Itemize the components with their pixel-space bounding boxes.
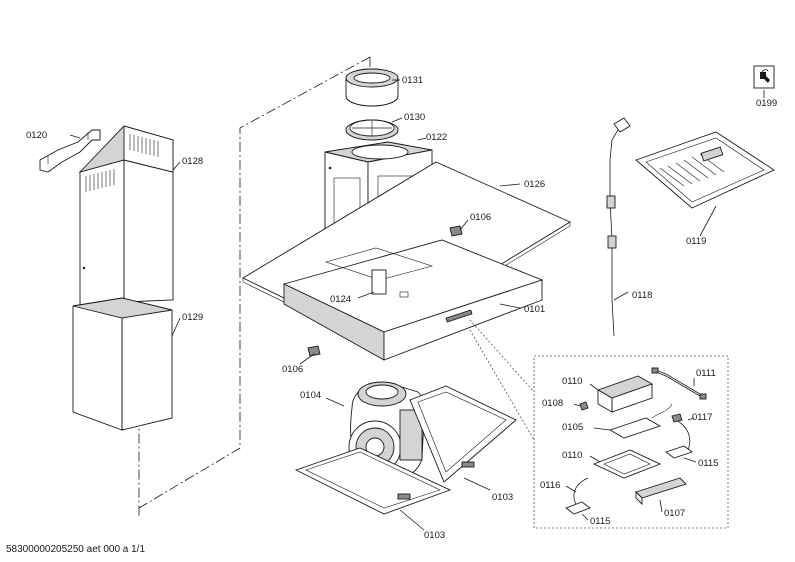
- label-0122: 0122: [426, 132, 447, 143]
- accessory-bag-part: [635, 131, 775, 209]
- control-module-part: [596, 375, 654, 413]
- leader-lines: [69, 79, 765, 531]
- label-0103-front: 0103: [424, 530, 445, 541]
- label-0130: 0130: [404, 112, 425, 123]
- clip-part-upper: [449, 225, 463, 237]
- lower-chimney-part: [72, 297, 173, 431]
- upper-chimney-part: [78, 125, 174, 313]
- wrench-icon: [753, 65, 775, 89]
- clip-part-lower: [307, 345, 321, 357]
- terminal-block-part-right: [665, 445, 693, 459]
- label-0107: 0107: [664, 508, 685, 519]
- label-0108: 0108: [542, 398, 563, 409]
- label-0126: 0126: [524, 179, 545, 190]
- connector-part: [579, 401, 589, 411]
- label-0115-right: 0115: [698, 458, 718, 469]
- label-0110-upper: 0110: [562, 376, 582, 387]
- label-0124: 0124: [330, 294, 351, 305]
- label-0104: 0104: [300, 390, 321, 401]
- label-0128: 0128: [182, 156, 203, 167]
- drawing-number: 58300000205250 aet 000 a 1/1: [6, 544, 145, 555]
- cable-part: [651, 367, 707, 400]
- grease-filter-part-rear: [409, 385, 517, 483]
- power-cord-part: [606, 117, 631, 337]
- electronics-callout-line: [469, 319, 535, 393]
- label-0101: 0101: [524, 304, 545, 315]
- label-0119: 0119: [686, 236, 706, 247]
- label-0106-lower: 0106: [282, 364, 303, 375]
- module-housing-part: [592, 449, 662, 479]
- circuit-board-part: [608, 403, 673, 439]
- backflow-flap-part: [345, 119, 399, 141]
- label-0106-upper: 0106: [470, 212, 491, 223]
- label-0103-rear: 0103: [492, 492, 513, 503]
- label-0131: 0131: [402, 75, 423, 86]
- label-0111: 0111: [696, 368, 716, 379]
- label-0117: 0117: [692, 412, 712, 423]
- label-0118: 0118: [632, 290, 652, 301]
- mounting-plate-part: [324, 247, 434, 298]
- switch-panel-part: [635, 477, 687, 506]
- label-0105: 0105: [562, 422, 583, 433]
- duct-ring-part: [345, 68, 399, 107]
- label-0199: 0199: [756, 98, 777, 109]
- terminal-block-part-left: [565, 501, 591, 515]
- label-0129: 0129: [182, 312, 203, 323]
- hood-body-part: [282, 239, 544, 361]
- label-0115-left: 0115: [590, 516, 610, 527]
- electronics-callout-line-2: [469, 329, 535, 441]
- wire-harness-part: [671, 413, 691, 451]
- electronics-group-box: [533, 355, 729, 529]
- grease-filter-part-front: [294, 447, 452, 515]
- label-0116: 0116: [540, 480, 560, 491]
- chimney-bracket-part: [39, 129, 101, 173]
- label-0110-lower: 0110: [562, 450, 582, 461]
- label-0120: 0120: [26, 130, 47, 141]
